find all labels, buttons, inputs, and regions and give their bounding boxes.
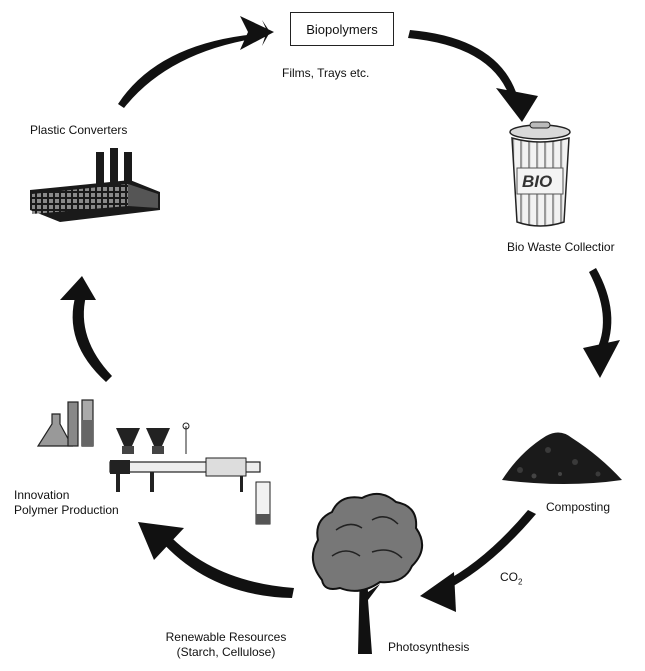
films-trays-label: Films, Trays etc. xyxy=(282,66,370,80)
factory-icon xyxy=(30,148,160,222)
co2-main: CO xyxy=(500,570,518,584)
arrowhead-to-compost xyxy=(583,340,620,378)
arrow-biopolymers-to-bin xyxy=(408,30,518,98)
biopolymers-label: Biopolymers xyxy=(306,21,378,37)
arrowhead-to-innovation xyxy=(138,522,184,560)
arrow-compost-to-tree xyxy=(442,510,536,590)
innovation-label: Innovation Polymer Production xyxy=(14,488,119,518)
arrowhead-to-converters xyxy=(60,276,96,300)
innovation-line1: Innovation xyxy=(14,488,70,502)
arrow-tree-to-innovation xyxy=(160,534,294,598)
photosynthesis-label: Photosynthesis xyxy=(388,640,470,654)
polymer-extruder-icon xyxy=(109,422,271,525)
arrow-converters-to-biopolymers xyxy=(118,20,270,108)
biopolymers-box: Biopolymers xyxy=(290,12,394,46)
cycle-arrows xyxy=(60,16,620,612)
bio-bin-label: BIO xyxy=(522,172,553,191)
compost-pile-icon xyxy=(502,432,622,484)
renewable-resources-line2: (Starch, Cellulose) xyxy=(176,645,276,659)
bio-bin-icon xyxy=(509,121,571,227)
co2-label: CO2 xyxy=(500,570,522,589)
arrow-innovation-to-converters xyxy=(72,294,112,382)
renewable-resources-label: Renewable Resources (Starch, Cellulose) xyxy=(146,630,306,660)
plastic-converters-label: Plastic Converters xyxy=(30,123,128,137)
arrow-bin-to-compost xyxy=(589,268,612,354)
composting-label: Composting xyxy=(546,500,611,514)
arrowhead-to-bin xyxy=(496,88,538,122)
bio-waste-collection-label: Bio Waste Collectior xyxy=(507,240,615,254)
lab-flasks-icon xyxy=(36,399,94,447)
arrowhead-to-biopolymers xyxy=(240,16,274,50)
innovation-line2: Polymer Production xyxy=(14,503,119,517)
arrowhead-to-tree xyxy=(420,572,456,612)
tree-icon xyxy=(311,492,423,654)
co2-subscript: 2 xyxy=(518,577,523,587)
renewable-resources-line1: Renewable Resources xyxy=(165,630,287,644)
